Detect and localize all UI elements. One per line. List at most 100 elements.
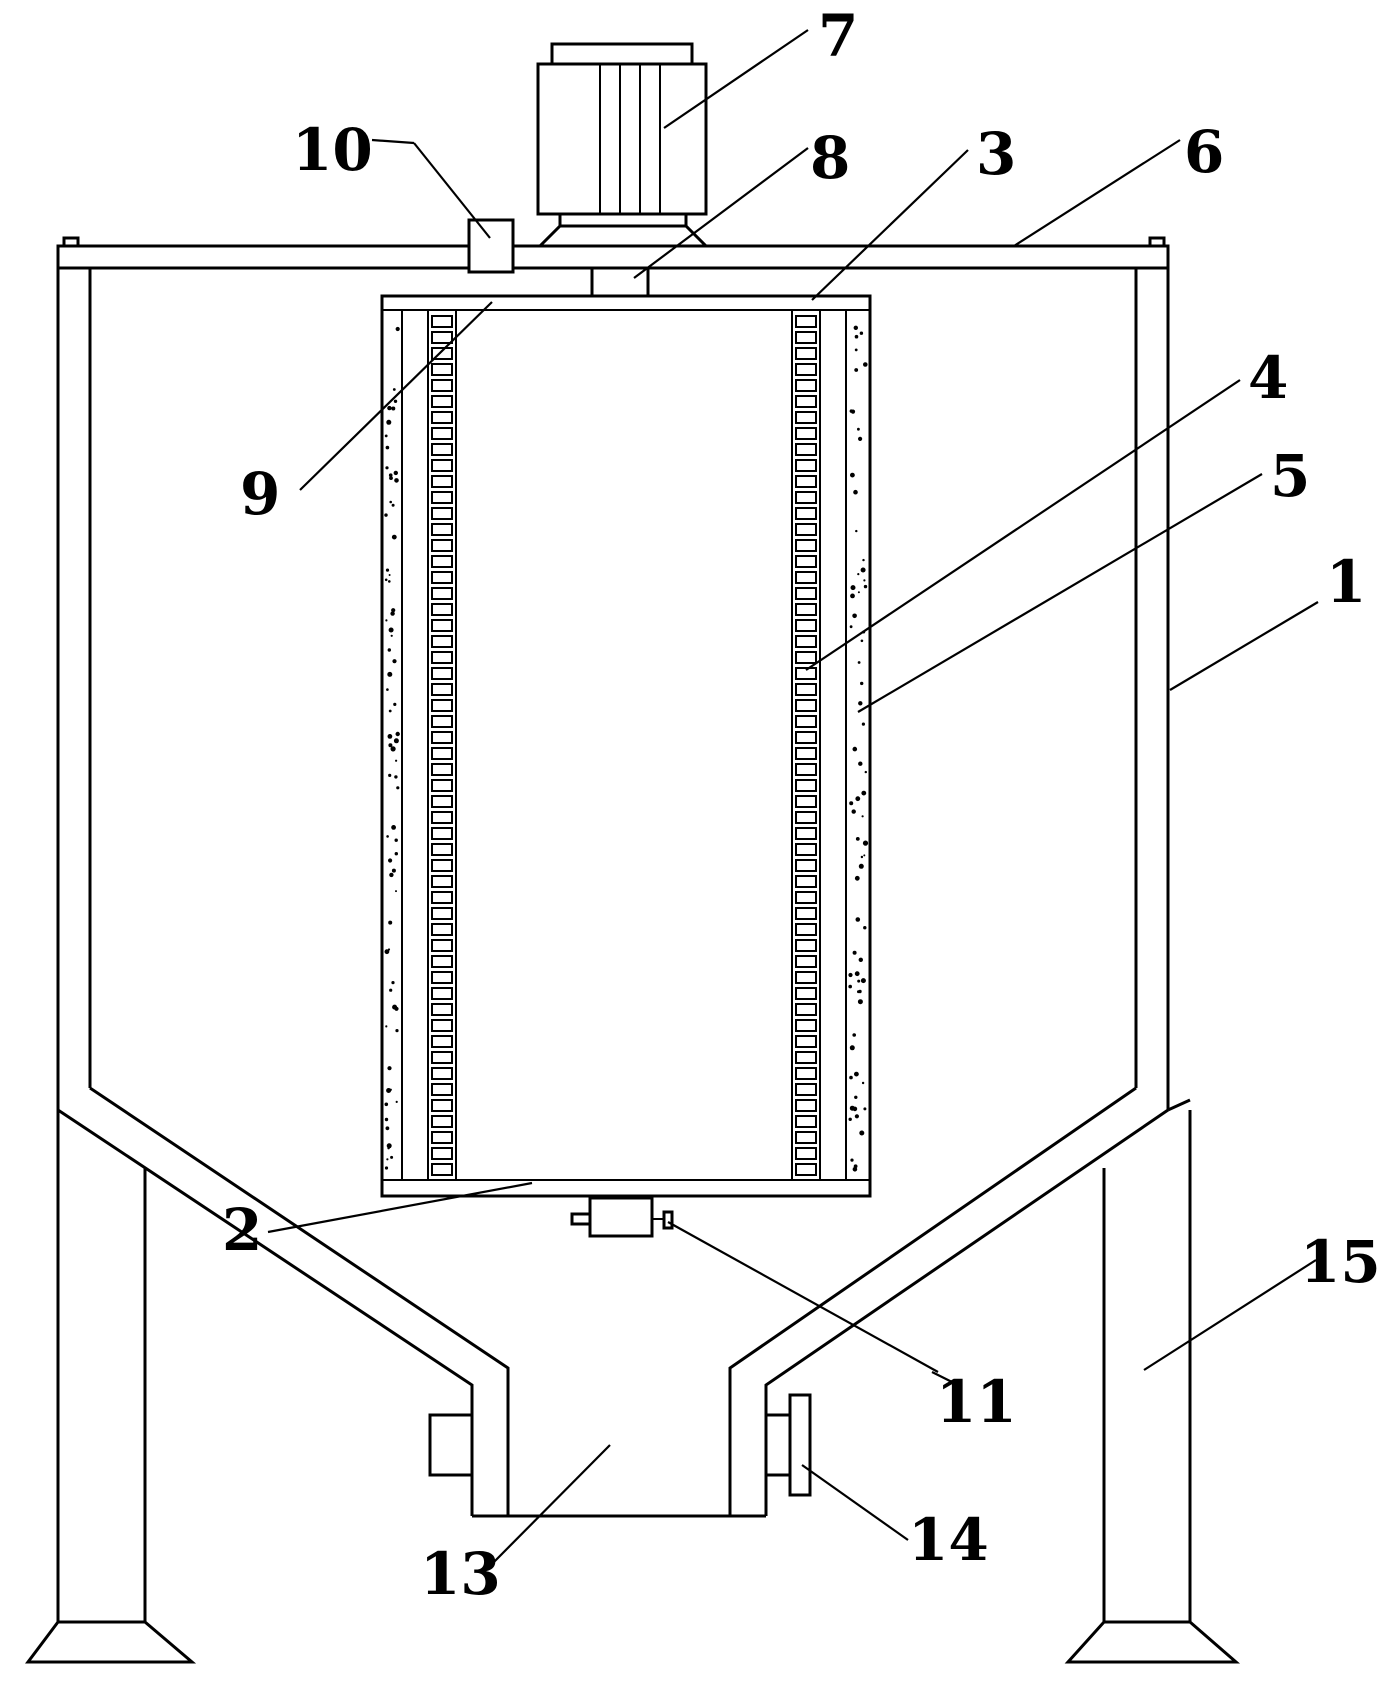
porous-dot xyxy=(384,1117,389,1122)
mesh-cell xyxy=(795,779,817,792)
porous-dot xyxy=(386,1143,392,1149)
mesh-cell xyxy=(431,523,453,536)
porous-dot xyxy=(385,568,390,572)
mesh-cell xyxy=(431,379,453,392)
porous-dot xyxy=(850,1158,854,1162)
porous-dot xyxy=(387,948,391,951)
porous-dot xyxy=(384,949,390,955)
porous-dot xyxy=(390,611,395,616)
leg-left xyxy=(25,1110,197,1664)
porous-dot xyxy=(855,529,858,533)
mesh-cell xyxy=(795,827,817,840)
porous-dot xyxy=(387,405,392,411)
porous-dot xyxy=(860,639,864,643)
porous-dot xyxy=(854,368,859,372)
porous-dot xyxy=(849,625,853,629)
porous-dot xyxy=(848,984,852,989)
porous-dot xyxy=(395,1100,398,1103)
mesh-cell xyxy=(795,939,817,952)
porous-dot xyxy=(854,1095,858,1100)
porous-dot xyxy=(388,773,392,778)
porous-dot xyxy=(854,971,860,977)
mesh-cell xyxy=(795,459,817,472)
mesh-cell xyxy=(431,347,453,360)
label-3: 3 xyxy=(976,120,1016,188)
porous-dot xyxy=(385,466,389,470)
mesh-cell xyxy=(795,539,817,552)
porous-dot xyxy=(388,920,393,925)
mesh-cell xyxy=(431,1147,453,1160)
mesh-cell xyxy=(795,1115,817,1128)
mesh-cell xyxy=(431,571,453,584)
porous-dot xyxy=(863,362,868,367)
mesh-cell xyxy=(431,1115,453,1128)
mesh-cell xyxy=(431,459,453,472)
porous-dot xyxy=(386,835,389,838)
mesh-cell xyxy=(795,363,817,376)
mesh-cell xyxy=(795,427,817,440)
mesh-cell xyxy=(795,683,817,696)
porous-dot xyxy=(857,591,860,594)
mesh-cell xyxy=(431,843,453,856)
label-1: 1 xyxy=(1326,548,1366,616)
mesh-cell xyxy=(431,651,453,664)
porous-dot xyxy=(854,1114,860,1119)
porous-dot xyxy=(393,470,398,476)
porous-dot xyxy=(863,1107,867,1111)
left-porous-layer xyxy=(384,326,400,1170)
mesh-cell xyxy=(431,907,453,920)
mesh-cell xyxy=(795,843,817,856)
mesh-cell xyxy=(795,1003,817,1016)
mesh-cell xyxy=(795,1019,817,1032)
label-11: 11 xyxy=(936,1368,1017,1436)
porous-dot xyxy=(394,775,398,779)
label-8: 8 xyxy=(810,124,850,192)
porous-dot xyxy=(389,872,394,878)
porous-dot xyxy=(857,427,860,431)
motor xyxy=(536,42,710,248)
mesh-cell xyxy=(795,587,817,600)
mesh-cell xyxy=(431,1131,453,1144)
label-9: 9 xyxy=(240,460,280,528)
porous-dot xyxy=(396,786,400,790)
porous-dot xyxy=(857,979,861,983)
porous-dot xyxy=(391,406,396,411)
mesh-cell xyxy=(795,667,817,680)
porous-dot xyxy=(387,1066,392,1071)
porous-dot xyxy=(861,815,864,818)
porous-dot xyxy=(854,1071,859,1077)
porous-dot xyxy=(394,852,398,856)
porous-dot xyxy=(853,489,858,495)
mesh-cell xyxy=(431,411,453,424)
mesh-cell xyxy=(795,523,817,536)
porous-dot xyxy=(392,388,396,391)
porous-dot xyxy=(385,619,388,622)
porous-dot xyxy=(395,1029,399,1033)
porous-dot xyxy=(855,917,861,922)
mesh-cell xyxy=(795,571,817,584)
porous-dot xyxy=(852,1167,858,1172)
mesh-cell xyxy=(795,507,817,520)
mesh-cell xyxy=(795,1099,817,1112)
mesh-cell xyxy=(431,1067,453,1080)
mesh-cell xyxy=(795,731,817,744)
porous-dot xyxy=(851,809,856,814)
porous-dot xyxy=(864,770,867,774)
drum xyxy=(380,294,872,1198)
mesh-cell xyxy=(431,699,453,712)
mesh-cell xyxy=(795,747,817,760)
porous-dot xyxy=(391,503,395,507)
mesh-cell xyxy=(431,667,453,680)
porous-dot xyxy=(390,746,396,752)
label-5: 5 xyxy=(1270,442,1310,510)
porous-dot xyxy=(385,445,390,450)
left-filter-mesh xyxy=(431,315,453,1176)
porous-dot xyxy=(388,709,392,713)
porous-dot xyxy=(857,990,860,994)
label-7: 7 xyxy=(818,2,858,70)
porous-dot xyxy=(855,837,860,841)
porous-dot xyxy=(388,574,391,576)
porous-dot xyxy=(849,1075,853,1080)
porous-dot xyxy=(389,988,393,992)
mesh-cell xyxy=(795,1147,817,1160)
